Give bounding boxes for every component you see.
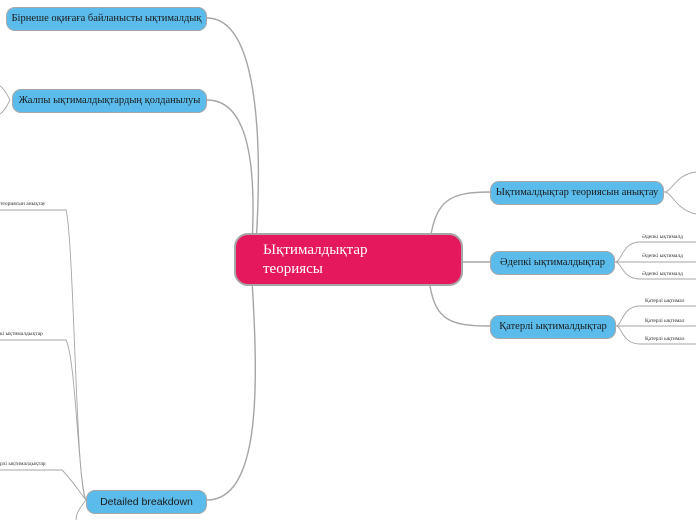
topic-risk-probabilities[interactable]: Қатерлі ықтималдықтар	[490, 315, 616, 339]
topic-multiple-events-probability[interactable]: Бірнеше оқиғаға байланысты ықтималдық	[6, 7, 207, 31]
connector-root-rtopic3	[429, 285, 491, 327]
topic-general-probability-usage[interactable]: Жалпы ықтималдықтардың қолданылуы	[12, 89, 207, 113]
connector-rt1-sub	[663, 171, 696, 193]
connector-topic2-sub2	[0, 99, 11, 115]
root-topic-label: Ықтималдықтар теориясы	[263, 242, 368, 277]
connector-db-down	[75, 499, 87, 520]
root-topic[interactable]: Ықтималдықтар теориясы	[234, 233, 463, 286]
topic-label: Ықтималдықтар теориясын анықтау	[495, 187, 659, 198]
topic-label: Әдепкі ықтималдықтар	[500, 257, 605, 268]
connector-rt2-leaf3	[614, 261, 696, 280]
topic-label: Жалпы ықтималдықтардың қолданылуы	[18, 95, 201, 106]
connector-rt3-leaf1	[615, 305, 696, 327]
topic-detailed-breakdown[interactable]: Detailed breakdown	[86, 490, 207, 514]
topic-label: Бірнеше оқиғаға байланысты ықтималдық	[11, 13, 202, 24]
connector-rt2-leaf1	[614, 241, 696, 263]
leaf-standard-2[interactable]: Әдепкі ықтималд	[642, 253, 683, 259]
connector-root-topic3	[206, 279, 257, 501]
topic-define-probability-theory[interactable]: Ықтималдықтар теориясын анықтау	[490, 181, 664, 205]
leaf-risk-1[interactable]: Қатерлі ықтимал	[645, 298, 685, 304]
topic-label: Detailed breakdown	[100, 496, 193, 508]
leaf-standard-1[interactable]: Әдепкі ықтималд	[642, 234, 683, 240]
leaf-risk-3[interactable]: Қатерлі ықтимал	[645, 336, 685, 342]
connector-rt1-sub2	[663, 191, 696, 215]
leaf-risk-2[interactable]: Қатерлі ықтимал	[645, 318, 685, 324]
leaf-risk-probabilities[interactable]: рлі ықтималдықтар	[0, 461, 46, 467]
leaf-define-theory[interactable]: теориясын анықтау	[0, 201, 46, 207]
connector-root-rtopic1	[429, 191, 491, 241]
topic-standard-probabilities[interactable]: Әдепкі ықтималдықтар	[490, 251, 615, 275]
leaf-standard-3[interactable]: Әдепкі ықтималд	[642, 271, 683, 277]
connector-root-topic1	[206, 17, 260, 245]
connector-db-leaf1	[0, 209, 87, 501]
leaf-standard-probabilities[interactable]: кі ықтималдықтар	[0, 331, 43, 337]
connector-db-leaf2	[0, 339, 87, 501]
connector-rt3-leaf3	[615, 325, 696, 345]
connector-db-leaf3	[0, 469, 87, 501]
connector-root-topic2	[206, 99, 254, 245]
topic-label: Қатерлі ықтималдықтар	[499, 321, 607, 332]
connector-topic2-sub	[0, 85, 11, 101]
